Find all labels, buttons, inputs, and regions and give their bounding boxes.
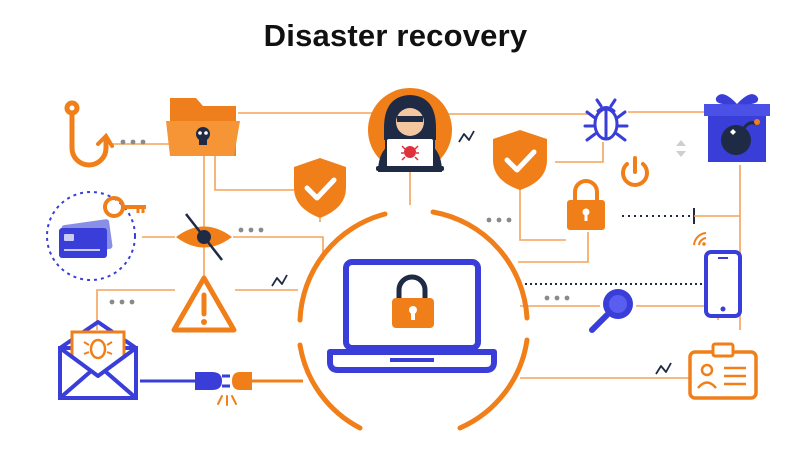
pulse-marks xyxy=(271,130,672,375)
gift-bomb-icon xyxy=(704,94,770,162)
email-bug-icon xyxy=(58,320,138,400)
padlock-icon xyxy=(567,179,605,230)
smartphone-icon xyxy=(693,232,742,318)
fishing-hook-icon xyxy=(64,100,114,168)
folder-skull-icon xyxy=(166,98,240,156)
laptop-lock-icon xyxy=(327,259,497,373)
chevron-up-down-icon xyxy=(676,140,686,157)
connector-lines xyxy=(96,111,741,383)
shield-check-icon xyxy=(294,158,346,218)
bug-icon xyxy=(583,98,629,142)
key-card-icon xyxy=(46,191,146,281)
plug-icon xyxy=(195,372,252,406)
warning-icon xyxy=(171,275,237,333)
power-icon xyxy=(621,156,649,187)
page-title: Disaster recovery xyxy=(263,18,528,53)
magnifier-icon xyxy=(589,289,633,333)
eye-slash-icon xyxy=(176,213,232,261)
id-badge-icon xyxy=(688,342,758,400)
central-ring xyxy=(297,209,530,431)
hacker-icon xyxy=(368,88,452,172)
dotted-link xyxy=(622,208,740,224)
dots-markers xyxy=(109,139,570,305)
shield-check-icon xyxy=(493,130,547,190)
